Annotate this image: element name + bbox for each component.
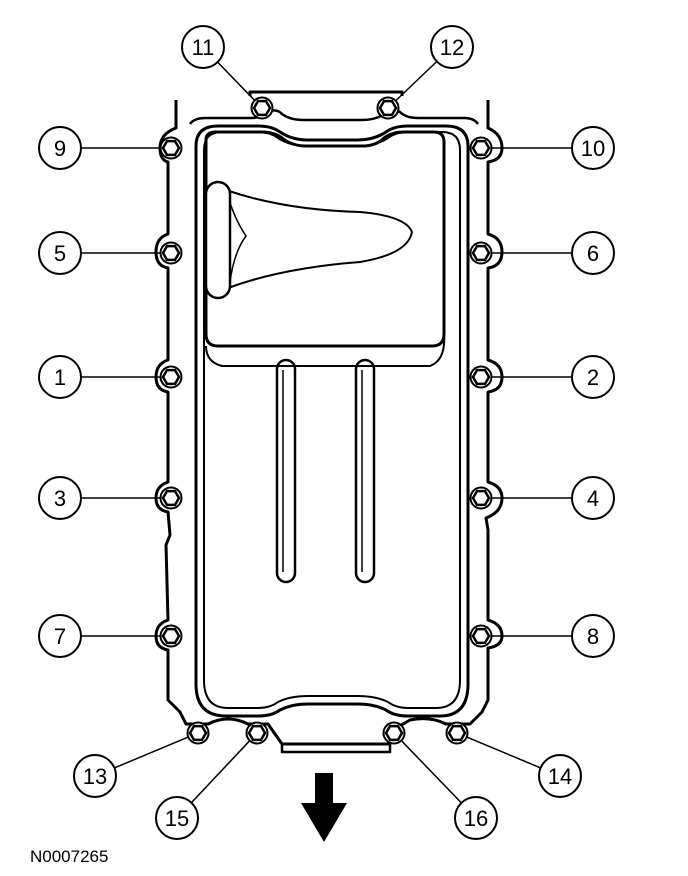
callout-circle-15 — [155, 796, 199, 840]
rib-right — [354, 358, 376, 584]
baffle-box — [204, 130, 446, 348]
oil-pan-sump — [194, 124, 470, 718]
pan-flange-top-edge — [248, 90, 404, 96]
pan-ribs — [275, 358, 376, 584]
bolt-head-7 — [161, 627, 181, 645]
bolt-head-3 — [161, 489, 181, 507]
callout-number-12: 12 — [440, 35, 464, 60]
bolt-head-2 — [471, 368, 491, 386]
leader-line-14 — [464, 735, 541, 769]
leader-line-11 — [217, 61, 257, 103]
callout-circle-8 — [571, 614, 615, 658]
callout-number-14: 14 — [548, 764, 572, 789]
callout-circle-10 — [571, 126, 615, 170]
leader-line-15 — [190, 738, 253, 804]
bolt-head-13 — [188, 724, 208, 742]
callout-circle-2 — [571, 355, 615, 399]
callout-circle-5 — [38, 231, 82, 275]
callout-circle-1 — [38, 355, 82, 399]
callout-number-4: 4 — [587, 486, 599, 511]
pickup-chamber — [204, 130, 446, 367]
baffle-shadow — [205, 333, 446, 367]
bolt-head-5 — [161, 244, 181, 262]
callout-number-9: 9 — [54, 136, 66, 161]
callout-circle-9 — [38, 126, 82, 170]
bolt-heads — [159, 96, 493, 745]
oil-pickup-bell-inner — [227, 195, 247, 283]
bolt-head-1 — [161, 368, 181, 386]
callout-number-11: 11 — [192, 35, 215, 60]
bolt-head-4 — [471, 489, 491, 507]
figure-code: N0007265 — [30, 847, 108, 866]
callout-number-1: 1 — [54, 365, 66, 390]
bolt-head-10 — [471, 139, 491, 157]
leader-line-12 — [393, 60, 438, 104]
callout-circle-11 — [181, 25, 225, 69]
callout-number-2: 2 — [587, 365, 599, 390]
oil-pickup-tube — [204, 180, 232, 300]
pan-flange-top-rim — [188, 109, 480, 125]
callout-circle-7 — [38, 614, 82, 658]
bolt-head-8 — [471, 627, 491, 645]
callout-number-8: 8 — [587, 624, 599, 649]
bolt-head-9 — [161, 139, 181, 157]
callout-number-5: 5 — [54, 241, 66, 266]
callout-number-15: 15 — [165, 806, 189, 831]
rib-left — [275, 358, 297, 584]
callout-number-3: 3 — [54, 486, 66, 511]
callout-number-7: 7 — [54, 624, 66, 649]
callout-circle-4 — [571, 476, 615, 520]
callout-circle-16 — [454, 796, 498, 840]
bolt-head-14 — [447, 724, 467, 742]
callout-circle-14 — [538, 754, 582, 798]
callout-number-6: 6 — [587, 241, 599, 266]
bolt-head-12 — [378, 99, 398, 117]
callout-circle-3 — [38, 476, 82, 520]
callout-number-16: 16 — [464, 806, 488, 831]
sump-inner-wall — [203, 131, 461, 709]
pan-flange-bottom-rim — [280, 744, 392, 754]
callout-circle-13 — [73, 754, 117, 798]
leader-line-13 — [114, 735, 191, 769]
callout-number-13: 13 — [83, 764, 107, 789]
front-direction-arrow — [301, 773, 347, 842]
bolt-head-15 — [247, 724, 267, 742]
callout-circle-6 — [571, 231, 615, 275]
sump-outer-wall — [194, 124, 470, 718]
oil-pickup-bell — [225, 189, 413, 289]
bolt-head-11 — [252, 99, 272, 117]
callout-circle-12 — [430, 25, 474, 69]
bolt-head-16 — [384, 724, 404, 742]
bolt-head-6 — [471, 244, 491, 262]
leader-line-16 — [399, 738, 462, 804]
callout-number-10: 10 — [581, 136, 605, 161]
callout-leaders — [81, 60, 572, 804]
